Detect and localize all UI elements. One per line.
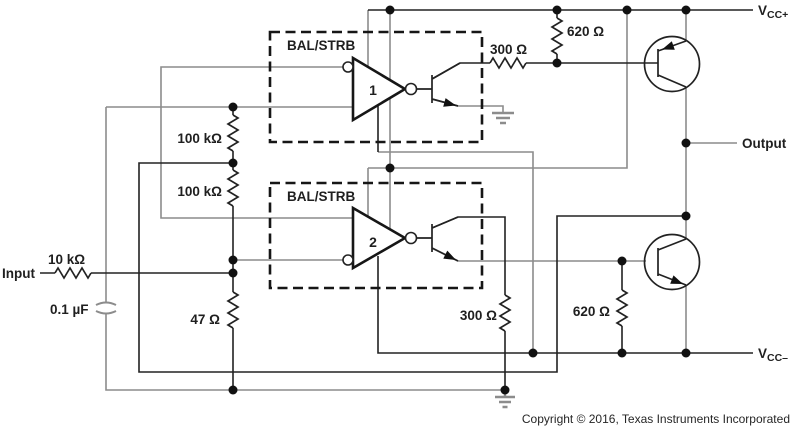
wire-comp2-emitter-to-q2base — [431, 247, 646, 262]
resistor-620-bottom-symbol — [615, 289, 629, 327]
label-vcc-minus: VCC– — [758, 346, 788, 364]
comparator-1-block — [268, 30, 484, 144]
comparator-1-output-bubble — [404, 82, 418, 96]
label-resistor-300-top: 300 Ω — [490, 42, 527, 57]
gray-wires — [105, 10, 737, 391]
comparator-2-output-bubble — [404, 231, 418, 245]
resistor-10k-symbol — [54, 266, 92, 280]
comparator-2-block — [268, 181, 484, 290]
transistor-q2-npn — [643, 233, 701, 291]
capacitor-symbol — [95, 301, 117, 315]
comparator-2-balstrb-label: BAL/STRB — [287, 189, 355, 204]
resistor-47-symbol — [226, 291, 240, 329]
comparator-1-symbol — [342, 55, 461, 123]
label-capacitor: 0.1 µF — [50, 302, 89, 317]
wire-ground-bus — [105, 314, 505, 391]
ground-symbol-comp1 — [492, 111, 514, 125]
wire-comp2-collector-net — [431, 216, 506, 390]
label-vcc-plus: VCC+ — [758, 3, 788, 21]
comparator-1-triangle — [351, 55, 408, 123]
resistor-300-bottom-symbol — [498, 294, 512, 332]
q1-circle — [643, 35, 701, 93]
copyright-notice: Copyright © 2016, Texas Instruments Inco… — [522, 412, 790, 426]
q1-emitter-arrow-icon — [662, 41, 675, 50]
label-resistor-620-top: 620 Ω — [567, 24, 604, 39]
wire-comp1-collector-net — [431, 62, 658, 80]
label-resistor-300-bottom: 300 Ω — [460, 308, 497, 323]
comparator-1-emitter-arrow-icon — [443, 98, 456, 107]
comparator-2-number: 2 — [369, 234, 377, 250]
resistor-620-top-symbol — [550, 17, 564, 55]
junction-dots — [228, 5, 691, 395]
comparator-2-output-transistor — [416, 216, 459, 262]
label-resistor-100k-lower: 100 kΩ — [177, 184, 222, 199]
comparator-2-triangle — [351, 205, 408, 271]
resistor-300-top-symbol — [489, 56, 527, 70]
ground-icon — [492, 111, 514, 125]
label-resistor-47: 47 Ω — [190, 312, 220, 327]
wire-comp1-strobe-to-vccminus — [378, 151, 534, 353]
resistor-100k-lower-symbol — [226, 169, 240, 207]
label-output: Output — [742, 136, 787, 151]
comparator-1-number: 1 — [369, 82, 377, 98]
comparator-1-output-transistor — [416, 62, 461, 107]
resistors — [54, 17, 629, 332]
capacitor-plate-bottom — [95, 310, 117, 315]
comparator-1-balstrb-label: BAL/STRB — [287, 38, 355, 53]
comparator-2-input-bubble — [342, 254, 354, 266]
comparator-2-emitter-arrow-icon — [443, 250, 456, 260]
black-wires — [40, 9, 753, 390]
wire-vccminus-rail — [377, 256, 753, 354]
wire-feedback — [138, 162, 686, 373]
wire-comp-inputs-link — [160, 66, 353, 219]
capacitor-plate-top — [95, 301, 117, 306]
label-resistor-620-bottom: 620 Ω — [573, 304, 610, 319]
resistor-100k-upper-symbol — [226, 114, 240, 152]
q2-emitter-arrow-icon — [670, 275, 683, 284]
label-resistor-10k: 10 kΩ — [48, 252, 85, 267]
q2-circle — [643, 233, 701, 291]
comparator-1-input-bubble — [342, 61, 354, 73]
label-input: Input — [2, 266, 35, 281]
label-resistor-100k-upper: 100 kΩ — [177, 131, 222, 146]
q2-internals — [657, 238, 687, 286]
transistor-q1-pnp — [643, 35, 701, 93]
comparator-2-symbol — [342, 205, 459, 271]
